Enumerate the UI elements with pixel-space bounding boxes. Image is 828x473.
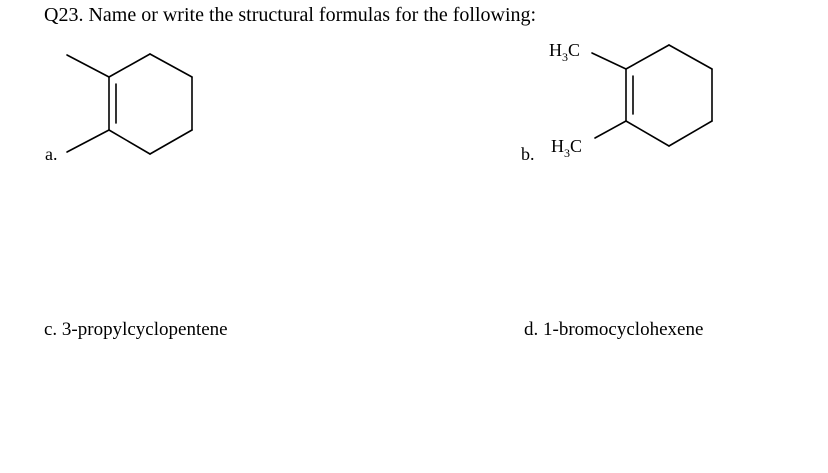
structure-b-bond <box>668 120 713 147</box>
structure-a-methyl-top <box>66 54 110 78</box>
question-title: Q23. Name or write the structural formul… <box>44 4 537 26</box>
part-c-text: c. 3-propylcyclopentene <box>44 319 228 340</box>
structure-b-ring <box>625 44 713 147</box>
structure-b-methyl-bottom-bond <box>594 120 627 139</box>
structure-b-methyl-top-label: H3C <box>549 40 580 64</box>
structure-b-methyl-top-bond <box>591 52 627 70</box>
structure-b-bond <box>625 120 670 147</box>
structure-a-bond <box>108 53 151 78</box>
structure-a-bond <box>149 53 193 78</box>
structure-a-bond <box>149 129 193 155</box>
part-a-label: a. <box>45 144 58 164</box>
structure-a-methyl-bottom <box>66 129 110 153</box>
part-d-text: d. 1-bromocyclohexene <box>524 319 704 340</box>
structure-b-bond <box>668 44 713 70</box>
structure-b-bond <box>625 44 670 70</box>
structure-a-bond <box>108 129 151 155</box>
part-b-label: b. <box>521 144 535 164</box>
structure-a-ring <box>108 53 193 155</box>
structure-b-methyl-bottom-label: H3C <box>551 136 582 160</box>
